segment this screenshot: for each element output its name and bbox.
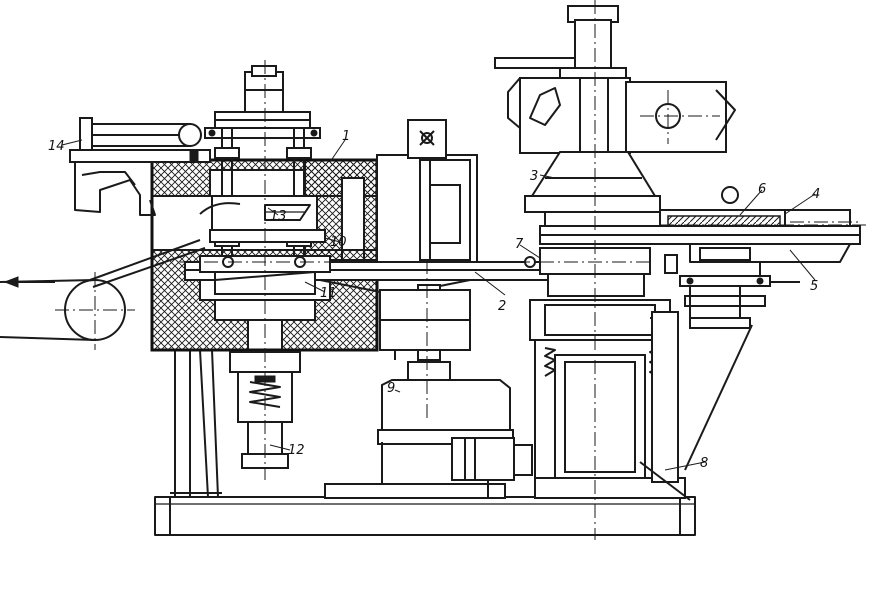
callout-6: 6: [758, 182, 766, 197]
callout-14: 14: [48, 139, 65, 154]
callout-12: 12: [288, 443, 305, 458]
drive-motor-9: [324, 361, 533, 499]
callouts: 1 2 3 4 5 6 7 8 9 10 11 12 13 14: [48, 129, 820, 471]
callout-2: 2: [498, 299, 506, 314]
right-tie-rods: [664, 254, 771, 471]
callout-9: 9: [387, 381, 395, 396]
callout-8: 8: [700, 456, 708, 471]
outfeed-conveyor: [0, 239, 206, 350]
callout-5: 5: [810, 279, 818, 294]
leader-lines: [61, 139, 816, 471]
callout-3: 3: [530, 169, 538, 184]
callout-7: 7: [515, 237, 524, 252]
pusher-arm-14: [69, 117, 211, 216]
callout-1: 1: [342, 129, 350, 144]
lift-cylinder-8: [529, 299, 691, 501]
callout-4: 4: [812, 187, 820, 202]
central-frame: [184, 119, 611, 361]
callout-10: 10: [330, 235, 347, 250]
callout-13: 13: [270, 209, 287, 224]
callout-11: 11: [320, 286, 337, 301]
direction-arrow-head: [3, 276, 19, 288]
rotary-head-3: [494, 5, 739, 227]
center-axes: [180, 0, 870, 540]
